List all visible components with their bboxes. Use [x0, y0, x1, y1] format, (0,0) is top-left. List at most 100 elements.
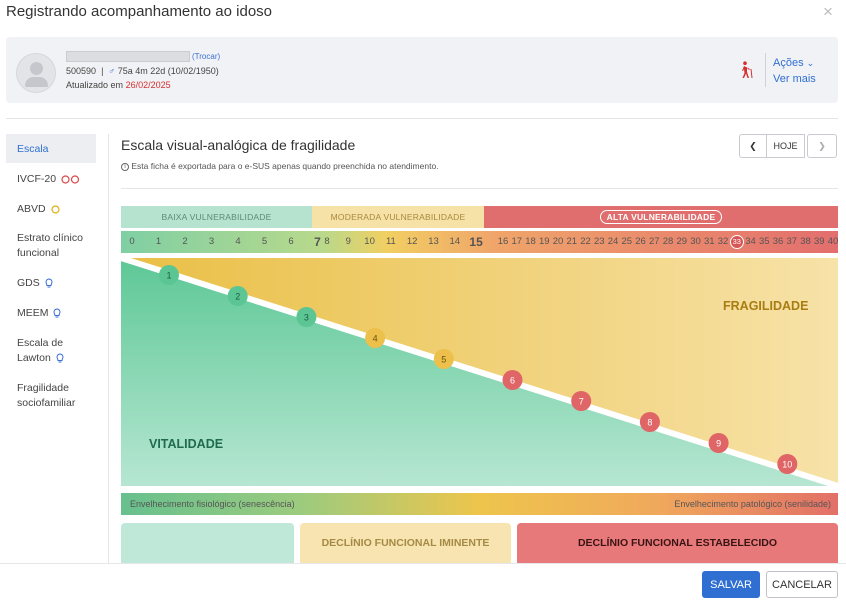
- level-marker[interactable]: [639, 412, 660, 432]
- sidebar-item-ivcf20[interactable]: IVCF-20: [6, 172, 96, 187]
- score-number[interactable]: 32: [717, 236, 729, 247]
- sidebar-item-meem[interactable]: MEEM: [6, 306, 96, 321]
- section-title: Escala visual-analógica de fragilidade: [121, 137, 356, 153]
- next-button[interactable]: ❯: [807, 134, 837, 158]
- score-number[interactable]: 23: [593, 236, 605, 247]
- save-button[interactable]: SALVAR: [702, 571, 760, 598]
- double-circle-icon: [61, 175, 80, 184]
- sidebar-item-lawton[interactable]: Escala de Lawton: [17, 337, 64, 364]
- score-number[interactable]: 26: [635, 236, 646, 247]
- patient-name-redacted: [66, 51, 190, 62]
- info-icon: i: [121, 162, 129, 171]
- score-number[interactable]: 21: [566, 236, 578, 247]
- level-number: 5: [441, 355, 446, 365]
- today-button[interactable]: HOJE: [767, 134, 805, 158]
- score-number[interactable]: 38: [800, 236, 811, 247]
- level-marker[interactable]: [708, 433, 729, 453]
- score-number[interactable]: 18: [525, 236, 536, 247]
- lightbulb-icon: [45, 278, 53, 288]
- score-number[interactable]: 29: [676, 236, 688, 247]
- score-number[interactable]: 25: [621, 236, 633, 247]
- score-number[interactable]: 30: [690, 236, 701, 247]
- level-marker[interactable]: [571, 391, 592, 411]
- level-number: 3: [304, 313, 309, 323]
- physiological-aging-label: Envelhecimento fisiológico (senescência): [130, 499, 295, 509]
- vitality-label: VITALIDADE: [149, 437, 224, 451]
- score-number[interactable]: 9: [345, 236, 351, 247]
- score-number[interactable]: 3: [208, 236, 215, 247]
- see-more-link[interactable]: Ver mais: [773, 73, 816, 85]
- high-vulnerability: ALTA VULNERABILIDADE: [484, 206, 838, 228]
- score-number[interactable]: 0: [129, 236, 135, 247]
- score-number[interactable]: 8: [324, 236, 330, 247]
- score-number[interactable]: 28: [662, 236, 674, 247]
- patient-id: 500590: [66, 66, 97, 76]
- updated-date: 26/02/2025: [125, 80, 171, 90]
- score-number[interactable]: 24: [607, 236, 619, 247]
- score-number[interactable]: 10: [364, 236, 375, 247]
- level-number: 9: [716, 439, 721, 449]
- pathological-aging-label: Envelhecimento patológico (senilidade): [674, 499, 831, 509]
- score-number[interactable]: 6: [288, 236, 294, 247]
- level-number: 6: [510, 376, 515, 386]
- level-marker[interactable]: [296, 307, 317, 327]
- chevron-right-icon: ❯: [818, 140, 826, 151]
- section-info: i Esta ficha é exportada para o e-SUS ap…: [121, 161, 439, 171]
- level-marker[interactable]: [777, 454, 798, 474]
- walking-person-icon: [742, 61, 753, 79]
- score-number[interactable]: 19: [538, 236, 550, 247]
- level-marker[interactable]: [365, 328, 386, 348]
- score-number[interactable]: 27: [648, 236, 660, 247]
- score-number[interactable]: 5: [261, 236, 268, 247]
- vulnerability-bar: BAIXA VULNERABILIDADE MODERADA VULNERABI…: [121, 206, 838, 228]
- level-marker[interactable]: [433, 349, 454, 369]
- level-number: 8: [647, 418, 652, 428]
- card-established-decline: DECLÍNIO FUNCIONAL ESTABELECIDO: [517, 523, 838, 563]
- sidebar-item-abvd[interactable]: ABVD: [6, 202, 96, 217]
- fragility-label: FRAGILIDADE: [723, 299, 809, 313]
- level-marker[interactable]: [159, 265, 179, 285]
- close-icon[interactable]: ×: [823, 2, 833, 21]
- score-number[interactable]: 39: [813, 236, 825, 247]
- score-number[interactable]: 14: [449, 236, 461, 247]
- cancel-button[interactable]: CANCELAR: [766, 571, 838, 598]
- score-number[interactable]: 16: [497, 236, 509, 247]
- moderate-vulnerability: MODERADA VULNERABILIDADE: [312, 206, 484, 228]
- score-number[interactable]: 11: [385, 236, 396, 247]
- score-number[interactable]: 2: [182, 236, 188, 247]
- score-number[interactable]: 22: [580, 236, 591, 247]
- level-marker[interactable]: [502, 370, 523, 390]
- score-number[interactable]: 12: [406, 236, 418, 247]
- score-number[interactable]: 1: [155, 236, 162, 247]
- score-number[interactable]: 36: [772, 236, 784, 247]
- score-number[interactable]: 7: [314, 235, 321, 249]
- score-number[interactable]: 13: [428, 236, 439, 247]
- score-number[interactable]: 35: [758, 236, 770, 247]
- score-number[interactable]: 40: [827, 236, 839, 247]
- score-number[interactable]: 4: [235, 236, 241, 247]
- level-number: 7: [579, 397, 584, 407]
- actions-menu[interactable]: Ações ⌄: [773, 57, 815, 69]
- score-number[interactable]: 15: [469, 235, 483, 249]
- change-patient-link[interactable]: (Trocar): [192, 52, 221, 61]
- chevron-down-icon: ⌄: [806, 58, 815, 68]
- score-number[interactable]: 37: [786, 236, 798, 247]
- score-number[interactable]: 17: [511, 236, 523, 247]
- patient-header: (Trocar) 500590 | ♂ 75a 4m 22d (10/02/19…: [6, 37, 838, 103]
- card-imminent-decline: DECLÍNIO FUNCIONAL IMINENTE: [300, 523, 511, 563]
- dialog-title: Registrando acompanhamento ao idoso: [6, 3, 273, 20]
- score-number[interactable]: 34: [745, 236, 756, 247]
- score-bar-background: [121, 231, 838, 253]
- sidebar-item-escala[interactable]: Escala: [6, 134, 96, 163]
- score-number[interactable]: 33: [729, 235, 744, 249]
- male-icon: ♂: [108, 66, 116, 76]
- sidebar-item-fragilidade-sociofamiliar[interactable]: Fragilidade sociofamiliar: [17, 382, 76, 409]
- level-marker[interactable]: [227, 286, 248, 306]
- sidebar-item-gds[interactable]: GDS: [6, 276, 96, 291]
- score-number[interactable]: 31: [703, 236, 715, 247]
- score-number[interactable]: 20: [552, 236, 564, 247]
- previous-button[interactable]: ❮: [739, 134, 767, 158]
- sidebar-item-estrato[interactable]: Estrato clínico funcional: [17, 232, 83, 259]
